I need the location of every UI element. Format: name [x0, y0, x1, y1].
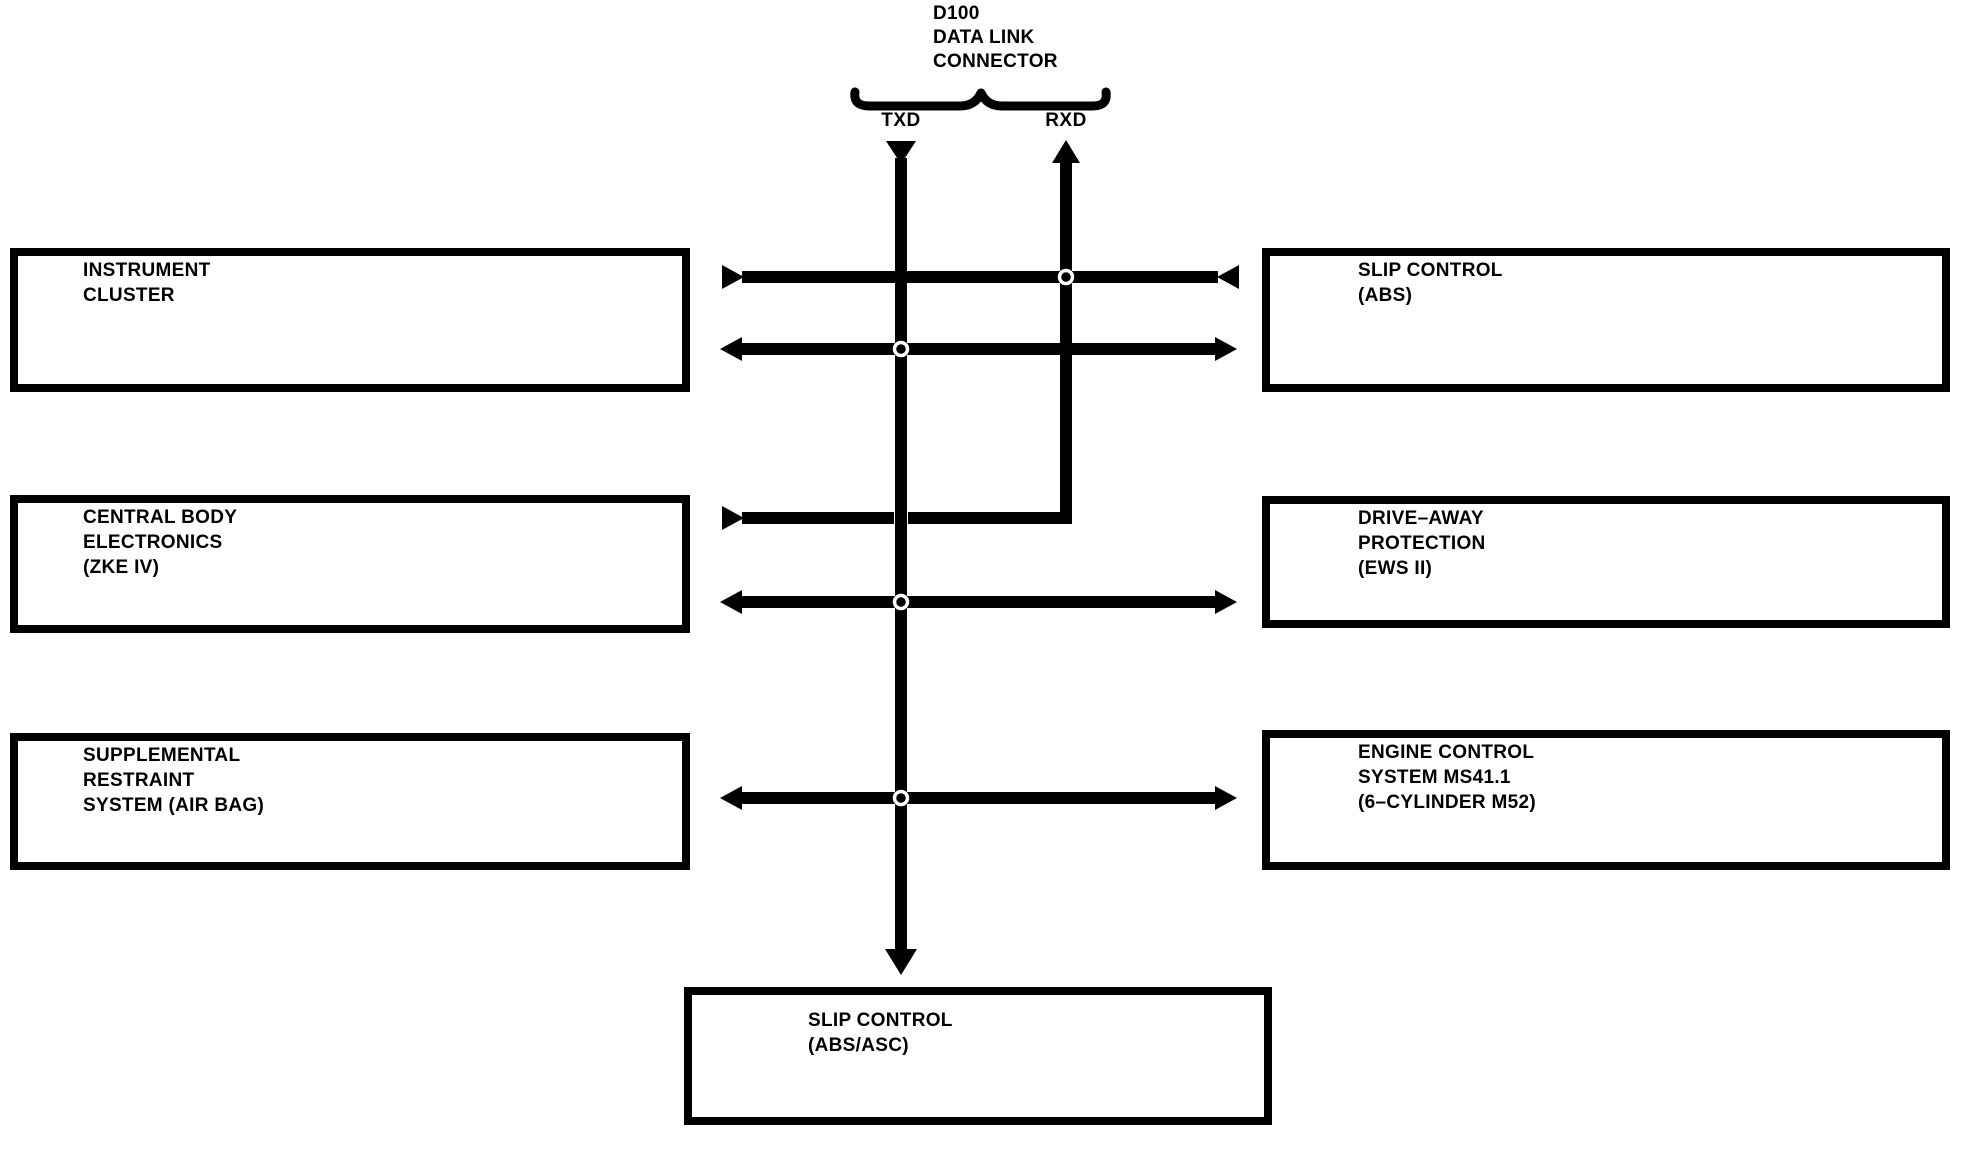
- module-label-line: ENGINE CONTROL: [1358, 742, 1535, 763]
- junction-node: [892, 593, 910, 611]
- module-label-line: RESTRAINT: [83, 770, 195, 791]
- module-label-line: ELECTRONICS: [83, 532, 223, 553]
- module-label: INSTRUMENT CLUSTER: [83, 258, 682, 308]
- junction-node: [1057, 268, 1075, 286]
- junction-node: [892, 340, 910, 358]
- module-box-instrument-cluster: INSTRUMENT CLUSTER: [10, 248, 690, 392]
- module-label: CENTRAL BODY ELECTRONICS (ZKE IV): [83, 505, 682, 580]
- connector-label: D100 DATA LINK CONNECTOR: [933, 2, 1058, 74]
- txd-top-arrowhead: [886, 141, 916, 164]
- module-box-engine-control-system: ENGINE CONTROL SYSTEM MS41.1 (6–CYLINDER…: [1262, 730, 1950, 870]
- module-label: DRIVE–AWAY PROTECTION (EWS II): [1358, 506, 1942, 581]
- module-label-line: CENTRAL BODY: [83, 507, 238, 528]
- module-label-line: SLIP CONTROL: [1358, 260, 1503, 281]
- module-label-line: SUPPLEMENTAL: [83, 745, 241, 766]
- module-label-line: (6–CYLINDER M52): [1358, 792, 1536, 813]
- rxd-label: RXD: [1045, 110, 1087, 131]
- connector-label-line: DATA LINK: [933, 27, 1035, 48]
- arrow-row-zke-to-rxd: [722, 506, 1072, 530]
- arrow-row-instrument-slip-control-2: [720, 337, 1237, 361]
- module-box-drive-away-protection: DRIVE–AWAY PROTECTION (EWS II): [1262, 496, 1950, 628]
- module-label-line: DRIVE–AWAY: [1358, 508, 1484, 529]
- module-label-line: SLIP CONTROL: [808, 1010, 953, 1031]
- module-label: ENGINE CONTROL SYSTEM MS41.1 (6–CYLINDER…: [1358, 740, 1942, 815]
- connector-brace: [850, 87, 1111, 111]
- connector-label-line: D100: [933, 3, 980, 24]
- txd-bus-line: [885, 141, 917, 975]
- txd-bottom-arrowhead: [885, 949, 917, 975]
- junction-nodes: [892, 268, 1075, 807]
- arrow-row-instrument-slip-control: [722, 265, 1239, 289]
- connector-label-line: CONNECTOR: [933, 51, 1058, 72]
- rxd-top-arrowhead: [1052, 140, 1080, 163]
- module-label-line: (ABS/ASC): [808, 1035, 909, 1056]
- module-box-central-body-electronics: CENTRAL BODY ELECTRONICS (ZKE IV): [10, 495, 690, 633]
- module-label-line: INSTRUMENT: [83, 260, 211, 281]
- module-label-line: PROTECTION: [1358, 533, 1486, 554]
- module-label-line: SYSTEM (AIR BAG): [83, 795, 265, 816]
- module-box-supplemental-restraint-system: SUPPLEMENTAL RESTRAINT SYSTEM (AIR BAG): [10, 733, 690, 870]
- arrow-row-srs-engine: [720, 786, 1237, 810]
- module-box-slip-control-abs-asc: SLIP CONTROL (ABS/ASC): [684, 987, 1272, 1125]
- module-label: SUPPLEMENTAL RESTRAINT SYSTEM (AIR BAG): [83, 743, 682, 818]
- module-box-slip-control-abs: SLIP CONTROL (ABS): [1262, 248, 1950, 392]
- txd-label: TXD: [881, 110, 921, 131]
- module-label-line: (EWS II): [1358, 558, 1433, 579]
- rxd-bus-line: [1052, 140, 1080, 524]
- module-label: SLIP CONTROL (ABS): [1358, 258, 1942, 308]
- junction-node: [892, 789, 910, 807]
- module-label-line: (ABS): [1358, 285, 1413, 306]
- module-label-line: CLUSTER: [83, 285, 175, 306]
- arrow-row-zke-ews: [720, 590, 1237, 614]
- module-label: SLIP CONTROL (ABS/ASC): [808, 1008, 1264, 1058]
- module-label-line: SYSTEM MS41.1: [1358, 767, 1511, 788]
- module-label-line: (ZKE IV): [83, 557, 160, 578]
